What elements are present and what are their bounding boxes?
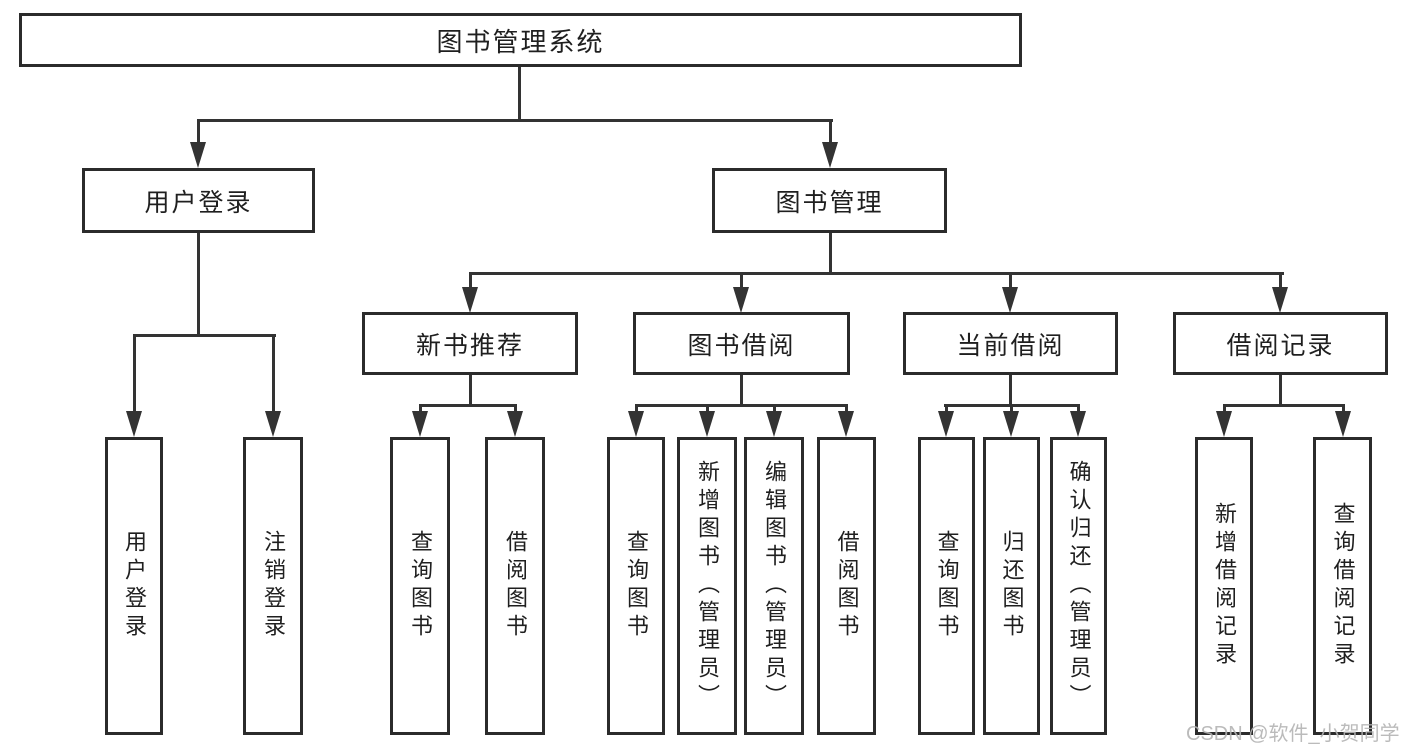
arrow-down-icon <box>126 411 142 437</box>
connector-line <box>197 119 833 122</box>
connector-line <box>514 404 517 414</box>
leaf-edit-book-admin: 编辑图书（管理员） <box>744 437 804 735</box>
arrow-down-icon <box>1335 411 1351 437</box>
leaf-label: 编辑图书（管理员） <box>762 460 787 712</box>
connector-line <box>469 272 1284 275</box>
leaf-label: 查询图书 <box>934 530 960 642</box>
leaf-label: 新增图书（管理员） <box>695 460 720 712</box>
arrow-down-icon <box>507 411 523 437</box>
leaf-label: 查询图书 <box>408 530 433 642</box>
connector-line <box>518 67 521 121</box>
node-new-book-recommend: 新书推荐 <box>362 312 578 375</box>
connector-line <box>1010 404 1013 414</box>
leaf-return-books: 归还图书 <box>983 437 1040 735</box>
leaf-confirm-return-admin: 确认归还（管理员） <box>1050 437 1107 735</box>
arrow-down-icon <box>1216 411 1232 437</box>
node-user-login: 用户登录 <box>82 168 315 233</box>
connector-line <box>133 337 136 413</box>
leaf-label: 注销登录 <box>261 530 286 642</box>
connector-line <box>419 404 422 414</box>
arrow-down-icon <box>822 142 838 168</box>
connector-line <box>1279 275 1282 289</box>
arrow-down-icon <box>265 411 281 437</box>
leaf-label: 新增借阅记录 <box>1212 502 1237 670</box>
leaf-query-borrow-record: 查询借阅记录 <box>1313 437 1372 735</box>
leaf-add-borrow-record: 新增借阅记录 <box>1195 437 1253 735</box>
arrow-down-icon <box>699 411 715 437</box>
node-library-system: 图书管理系统 <box>19 13 1022 67</box>
leaf-query-books-current: 查询图书 <box>918 437 975 735</box>
arrow-down-icon <box>1003 411 1019 437</box>
leaf-query-books-borrow: 查询图书 <box>607 437 665 735</box>
watermark-text: CSDN @软件_小贺同学 <box>1186 723 1400 745</box>
connector-line <box>845 404 848 414</box>
connector-line <box>1009 375 1012 406</box>
connector-line <box>829 121 832 144</box>
connector-line <box>945 404 948 414</box>
leaf-label: 查询图书 <box>624 530 649 642</box>
leaf-label: 查询借阅记录 <box>1330 502 1356 670</box>
leaf-add-book-admin: 新增图书（管理员） <box>677 437 737 735</box>
connector-line <box>1223 404 1344 407</box>
connector-line <box>197 121 200 144</box>
connector-line <box>197 233 200 336</box>
arrow-down-icon <box>190 142 206 168</box>
leaf-user-login: 用户登录 <box>105 437 163 735</box>
arrow-down-icon <box>938 411 954 437</box>
leaf-borrow-books-recommend: 借阅图书 <box>485 437 545 735</box>
connector-line <box>1342 404 1345 414</box>
leaf-label: 借阅图书 <box>503 530 528 642</box>
leaf-label: 用户登录 <box>122 530 147 642</box>
arrow-down-icon <box>628 411 644 437</box>
node-borrow-records: 借阅记录 <box>1173 312 1388 375</box>
connector-line <box>133 334 276 337</box>
arrow-down-icon <box>1070 411 1086 437</box>
connector-line <box>740 375 743 406</box>
arrow-down-icon <box>838 411 854 437</box>
connector-line <box>1279 375 1282 406</box>
leaf-label: 借阅图书 <box>834 530 860 642</box>
connector-line <box>1009 275 1012 289</box>
connector-line <box>829 233 832 274</box>
leaf-borrow-books: 借阅图书 <box>817 437 876 735</box>
connector-line <box>272 337 275 413</box>
connector-line <box>706 404 709 414</box>
leaf-label: 确认归还（管理员） <box>1066 460 1092 712</box>
leaf-logout: 注销登录 <box>243 437 303 735</box>
connector-line <box>740 275 743 289</box>
arrow-down-icon <box>733 287 749 313</box>
arrow-down-icon <box>1002 287 1018 313</box>
node-current-borrow: 当前借阅 <box>903 312 1118 375</box>
connector-line <box>419 404 517 407</box>
connector-line <box>635 404 847 407</box>
connector-line <box>1223 404 1226 414</box>
connector-line <box>469 375 472 406</box>
node-book-management: 图书管理 <box>712 168 947 233</box>
arrow-down-icon <box>462 287 478 313</box>
leaf-query-books-recommend: 查询图书 <box>390 437 450 735</box>
connector-line <box>635 404 638 414</box>
connector-line <box>1077 404 1080 414</box>
connector-line <box>773 404 776 414</box>
node-book-borrow: 图书借阅 <box>633 312 850 375</box>
leaf-label: 归还图书 <box>999 530 1025 642</box>
arrow-down-icon <box>766 411 782 437</box>
connector-line <box>469 275 472 289</box>
arrow-down-icon <box>1272 287 1288 313</box>
arrow-down-icon <box>412 411 428 437</box>
